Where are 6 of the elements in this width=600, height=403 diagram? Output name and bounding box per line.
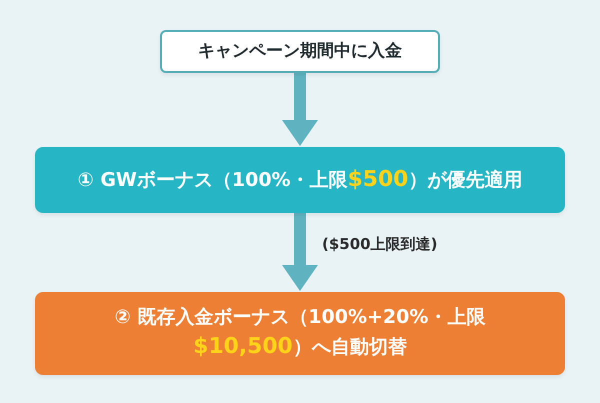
process-box: ① GWボーナス（100%・上限$500）が優先適用 [35,147,565,213]
edge-label: ($500上限到達) [322,234,438,254]
arrow [282,213,318,291]
result-box: ② 既存入金ボーナス（100%+20%・上限$10,500）へ自動切替 [35,292,565,375]
arrow [282,73,318,146]
start-box: キャンペーン期間中に入金 [160,30,440,73]
